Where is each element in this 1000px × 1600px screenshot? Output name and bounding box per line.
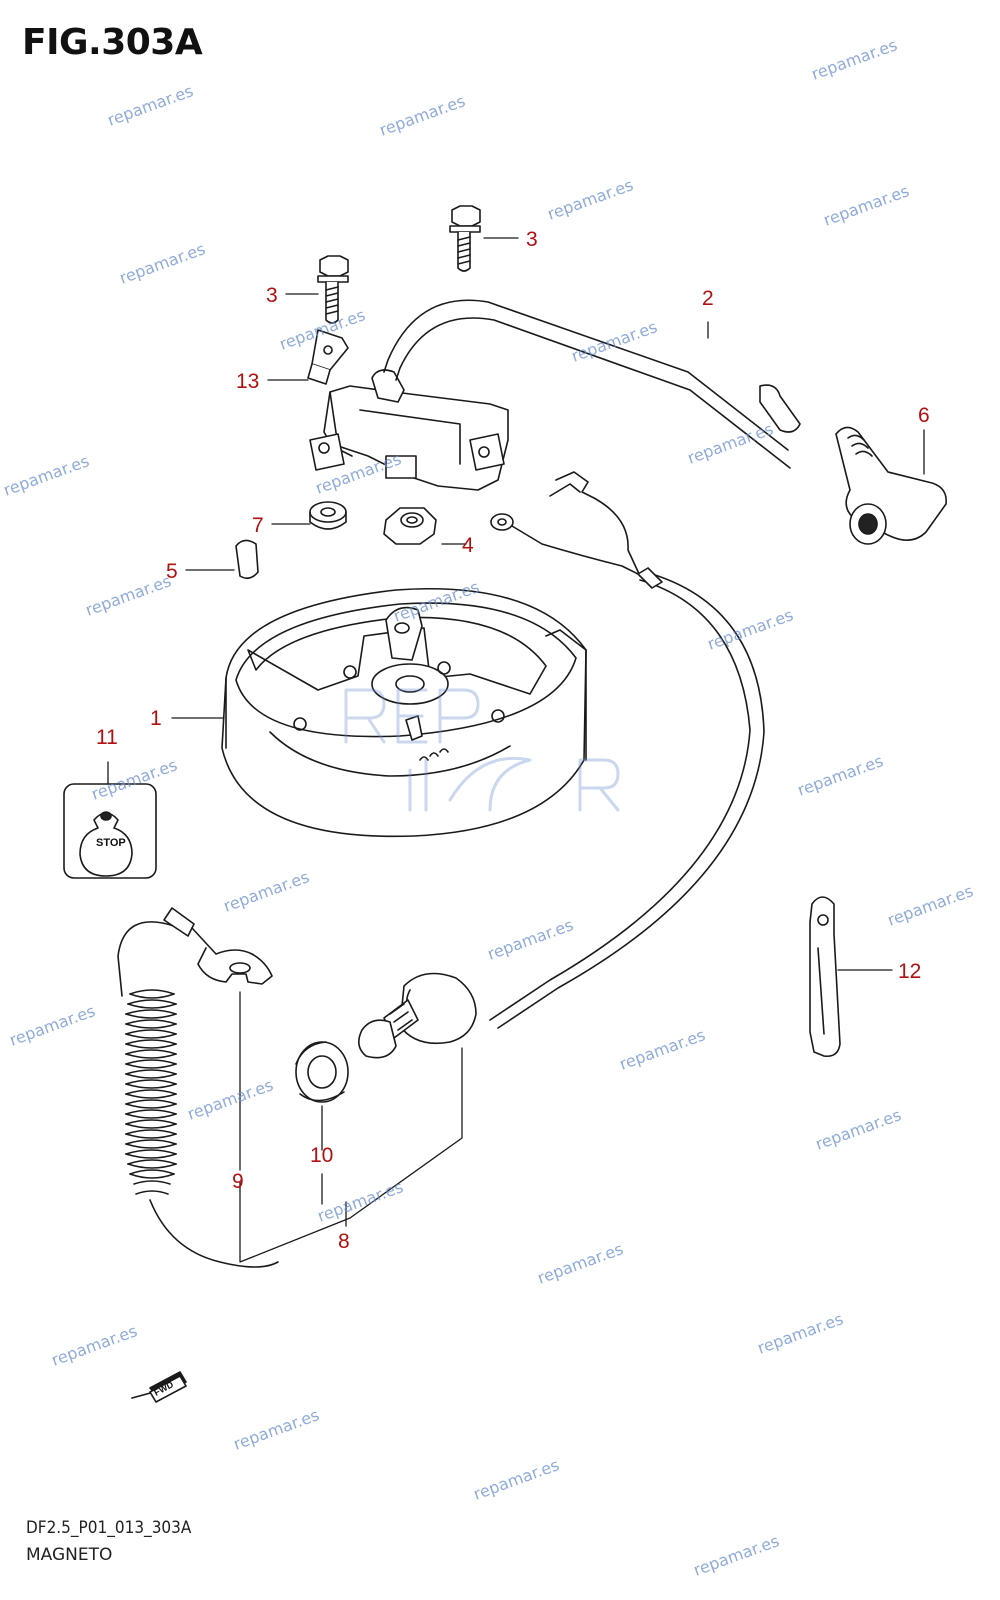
fwd-arrow-icon: [131, 1371, 187, 1403]
stop-switch-body-part-8: [358, 972, 477, 1059]
callout-10: 10: [310, 1144, 333, 1167]
callout-numbers: 1 2 3 3 4 5 6 7 8 9 10 11 12 13: [96, 228, 930, 1253]
wiring-harness: [489, 471, 765, 1029]
flywheel-part-1: [221, 587, 587, 838]
lanyard-part-9: [117, 907, 279, 1268]
nut-part-10: [295, 1041, 349, 1103]
bolt-part-3-lower: [317, 255, 349, 324]
callout-9: 9: [232, 1170, 244, 1193]
plug-cap-part-6: [835, 426, 947, 545]
stop-switch-part-11: [63, 783, 157, 879]
callout-8: 8: [338, 1230, 350, 1253]
clip-part-12: [809, 896, 841, 1058]
figure-title: FIG.303A: [22, 22, 203, 63]
callout-2: 2: [702, 287, 714, 310]
callout-6: 6: [918, 404, 930, 427]
stop-label: STOP: [96, 837, 126, 849]
callout-11: 11: [96, 726, 118, 749]
nut-part-4: [383, 507, 437, 545]
spacer-part-7: [309, 501, 347, 530]
callout-5: 5: [166, 560, 178, 583]
bracket-part-13: [307, 329, 349, 385]
watermark-logo: [344, 688, 620, 812]
callout-7: 7: [252, 514, 264, 537]
ignition-coil-part-2: [309, 299, 801, 491]
callout-12: 12: [898, 960, 921, 983]
callout-13: 13: [236, 370, 259, 393]
key-part-5: [235, 539, 259, 580]
callout-4: 4: [462, 534, 474, 557]
callout-3-right: 3: [526, 228, 538, 251]
figure-code: DF2.5_P01_013_303A: [26, 1518, 192, 1538]
leader-lines: [107, 237, 925, 1263]
callout-3-left: 3: [266, 284, 278, 307]
bolt-part-3-upper: [449, 205, 481, 272]
callout-1: 1: [150, 707, 162, 730]
figure-name: MAGNETO: [26, 1545, 113, 1565]
